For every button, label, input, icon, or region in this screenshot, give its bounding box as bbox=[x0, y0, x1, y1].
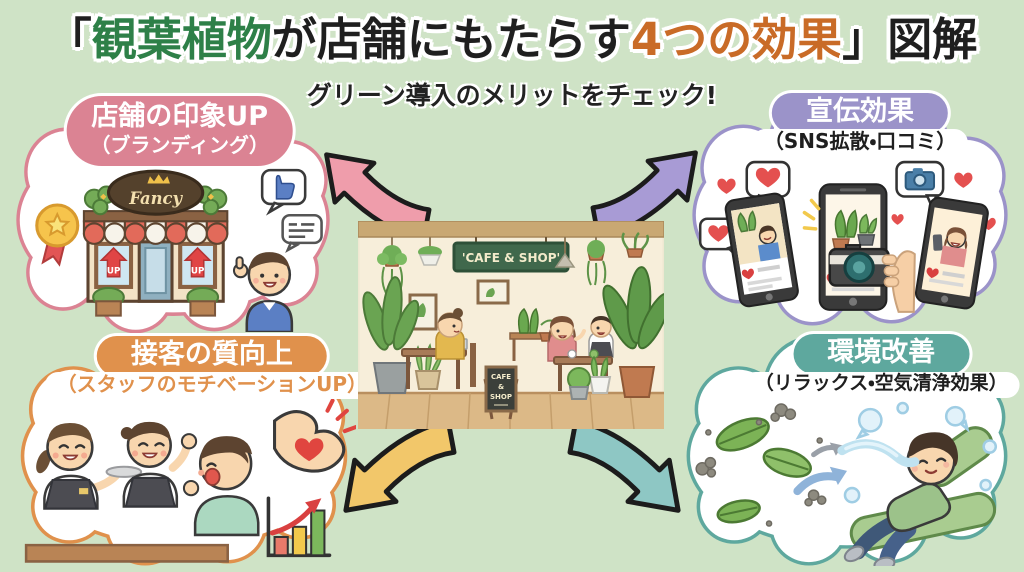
excitement-lines-icon bbox=[325, 398, 356, 434]
bubble-environment-improvement: 環境改善 （リラックス・空気清浄効果） bbox=[676, 332, 1020, 570]
seated-person bbox=[435, 308, 476, 387]
sparkle-icon bbox=[802, 198, 821, 231]
counter bbox=[24, 543, 229, 563]
happy-owner bbox=[232, 252, 294, 332]
hanging-lamp bbox=[554, 237, 576, 268]
muscle-heart-icon bbox=[266, 398, 356, 485]
bubble-advertising-effect: 宣伝効果 （SNS拡散・口コミ） bbox=[682, 90, 1018, 330]
fancy-shop: UP UP bbox=[82, 169, 229, 317]
cafe-scene: 'CAFE & SHOP' bbox=[358, 221, 664, 429]
thumbs-up-bubble-icon bbox=[260, 168, 307, 216]
chalkboard-line: CAFE bbox=[491, 373, 511, 381]
potted-plant-large bbox=[362, 276, 420, 394]
bubble-title: 宣伝効果 bbox=[772, 93, 949, 134]
chalkboard-line: & bbox=[498, 383, 504, 391]
potted-plant-small bbox=[414, 343, 444, 390]
bubble-header-shop-impression: 店舗の印象UP （ブランディング） bbox=[66, 96, 293, 167]
hanging-plant bbox=[418, 237, 442, 266]
bubble-title: 接客の質向上 bbox=[96, 336, 327, 377]
title-segment-green: 観葉植物 bbox=[91, 13, 272, 66]
up-arrow-icon bbox=[183, 246, 212, 278]
smiling-staff bbox=[120, 421, 198, 508]
shop-impression-illustration: UP UP bbox=[35, 168, 323, 332]
chalkboard-sign: CAFE & SHOP bbox=[483, 365, 519, 420]
bubble-header-advertising: 宣伝効果 （SNS拡散・口コミ） bbox=[751, 93, 969, 157]
breath-swirl-icon bbox=[837, 439, 920, 468]
bubble-subtitle: （SNS拡散・口コミ） bbox=[751, 129, 969, 157]
service-quality-illustration bbox=[24, 398, 356, 563]
potted-plant-small bbox=[588, 355, 612, 394]
medal-icon bbox=[35, 203, 80, 267]
hanging-plant bbox=[621, 232, 650, 258]
title-segment-orange: 4つの効果 bbox=[630, 13, 843, 66]
chalkboard-line: SHOP bbox=[490, 393, 512, 401]
seated-man bbox=[588, 316, 614, 358]
fancy-sign: Fancy bbox=[100, 169, 214, 216]
smartphone-post bbox=[724, 192, 799, 308]
bubble-subtitle: （スタッフのモチベーションUP） bbox=[44, 372, 380, 400]
cafe-shop-sign-label: 'CAFE & SHOP' bbox=[462, 251, 560, 265]
camera-bubble-icon bbox=[895, 160, 945, 208]
growth-chart-icon bbox=[266, 496, 332, 558]
up-label: UP bbox=[107, 267, 121, 277]
title-segment-bracket: 「 bbox=[46, 13, 92, 66]
page-title: 「観葉植物が店舗にもたらす4つの効果」図解 bbox=[0, 14, 1024, 66]
relaxing-person bbox=[843, 426, 997, 566]
potted-plant-large bbox=[602, 266, 664, 398]
cafe-shop-sign: 'CAFE & SHOP' bbox=[452, 237, 570, 273]
ceiling-beam bbox=[358, 221, 664, 238]
up-label: UP bbox=[191, 267, 205, 277]
potted-bush bbox=[567, 367, 591, 400]
advertising-illustration bbox=[698, 160, 996, 313]
title-segment-mid: が店舗にもたらす bbox=[271, 13, 631, 66]
arrow-to-service-quality bbox=[343, 418, 457, 513]
page-subtitle: グリーン導入のメリットをチェック! bbox=[306, 81, 718, 110]
happy-customer bbox=[182, 436, 260, 537]
selfie-woman bbox=[914, 196, 989, 310]
up-arrow-icon bbox=[99, 246, 128, 278]
bubble-title: 環境改善 bbox=[793, 334, 970, 375]
bubble-subtitle: （リラックス・空気清浄効果） bbox=[742, 372, 1020, 399]
camera-in-hand bbox=[802, 183, 916, 313]
airflow-arrow-icon bbox=[793, 442, 847, 496]
bubble-header-environment: 環境改善 （リラックス・空気清浄効果） bbox=[742, 334, 1020, 399]
camera-icon bbox=[828, 244, 890, 287]
thumbs-up-hand-icon bbox=[235, 256, 244, 270]
bubble-subtitle: （ブランディング） bbox=[90, 133, 269, 158]
crown-icon bbox=[147, 174, 170, 184]
title-segment-end: 」図解 bbox=[842, 13, 978, 66]
speech-dots-icon bbox=[281, 213, 323, 253]
leaf-icon bbox=[715, 417, 812, 524]
striped-awning bbox=[82, 220, 229, 245]
air-bubble-icon bbox=[843, 401, 998, 504]
bubble-service-quality: 接客の質向上 （スタッフのモチベーションUP） bbox=[10, 332, 380, 570]
bubble-title: 店舗の印象UP bbox=[91, 101, 269, 132]
fancy-sign-label: Fancy bbox=[128, 189, 183, 208]
bubble-shop-impression: 店舗の印象UP （ブランディング） UP UP bbox=[6, 92, 340, 338]
bubble-header-service-quality: 接客の質向上 （スタッフのモチベーションUP） bbox=[44, 336, 380, 400]
hanging-plant bbox=[586, 237, 607, 286]
environment-illustration bbox=[695, 401, 998, 566]
shop-planters bbox=[92, 286, 220, 317]
smiling-staff bbox=[36, 422, 143, 510]
wall-picture bbox=[408, 279, 510, 331]
arrow-to-environment bbox=[567, 418, 681, 513]
dust-icon bbox=[695, 403, 827, 527]
